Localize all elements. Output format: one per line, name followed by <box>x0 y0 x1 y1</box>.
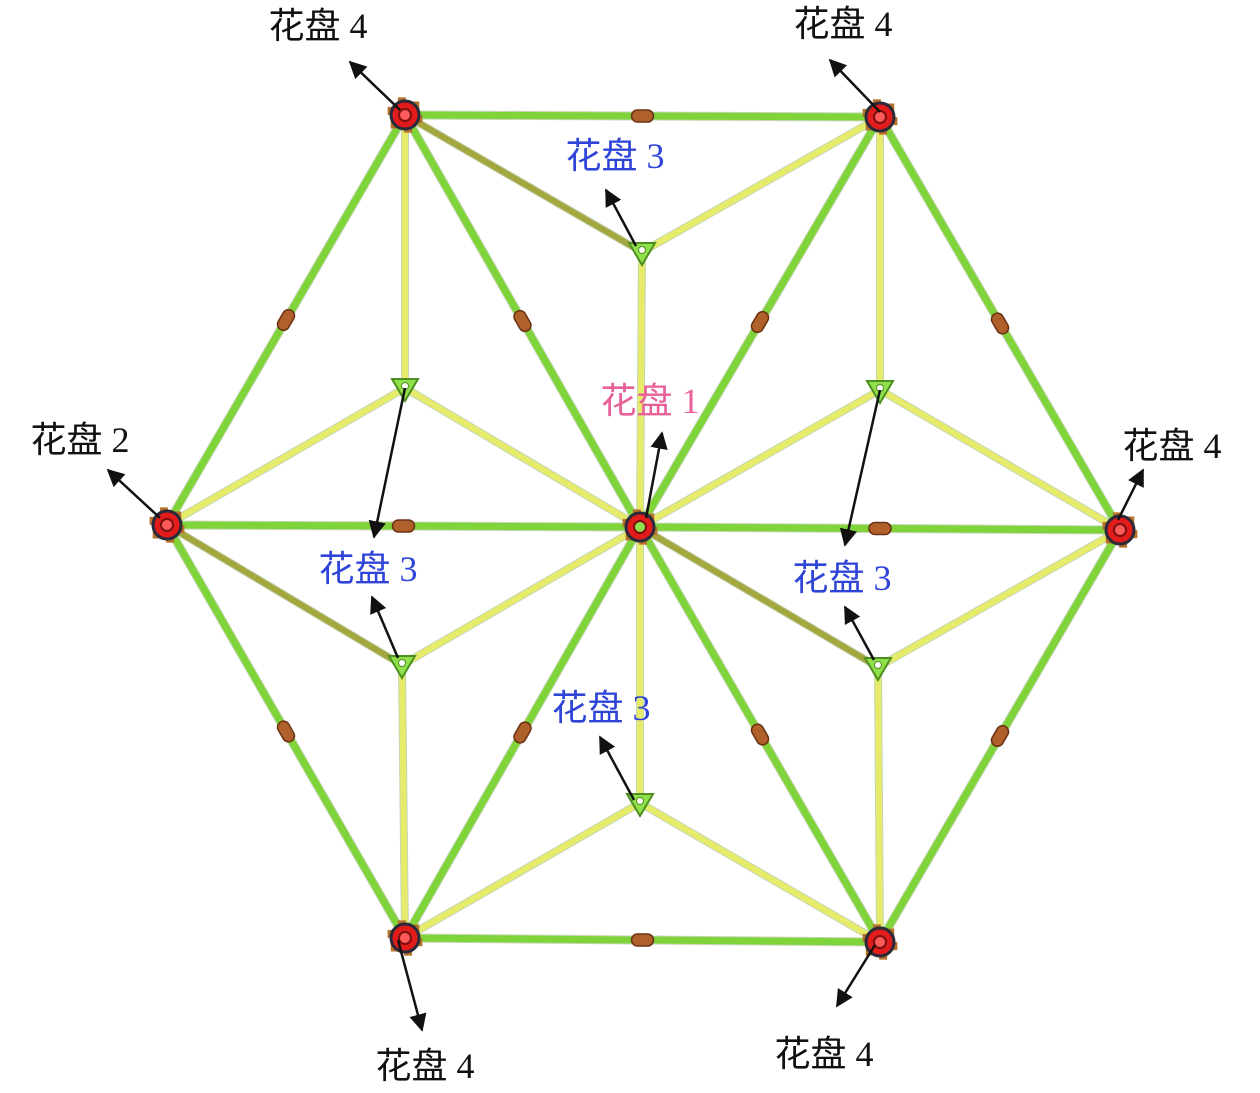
truss-member <box>402 112 645 255</box>
truss-member <box>399 662 408 941</box>
label-hub-bottom-right: 花盘 4 <box>774 1034 873 1074</box>
hub-core <box>1113 523 1127 537</box>
connector-sleeve <box>990 312 1010 335</box>
connector-sleeve <box>276 720 296 743</box>
callout-arrow <box>368 387 407 539</box>
label-hub-top-left: 花盘 4 <box>268 6 367 46</box>
inner-hub-bolt <box>398 659 406 667</box>
connector-sleeve <box>391 519 416 533</box>
truss-member <box>637 524 881 670</box>
truss-member <box>637 800 883 945</box>
label-inner-hub-left: 花盘 3 <box>318 549 417 589</box>
connector-sleeve <box>513 721 532 744</box>
truss-member <box>164 385 408 528</box>
label-hub-right: 花盘 4 <box>1122 426 1221 466</box>
hub-core <box>633 520 647 534</box>
inner-hub-bolt <box>874 661 882 669</box>
member-connectors <box>276 109 1010 947</box>
connector-sleeve <box>513 309 532 333</box>
hub-core <box>873 110 887 124</box>
inner-hub-bolt <box>638 246 646 254</box>
label-inner-hub-bottom: 花盘 3 <box>551 688 650 728</box>
callout-arrow <box>843 605 876 661</box>
callout-arrow <box>1116 468 1145 521</box>
connector-sleeve <box>990 724 1010 748</box>
connector-sleeve <box>750 310 770 334</box>
connector-sleeve <box>868 521 892 536</box>
callout-arrow <box>370 595 400 659</box>
truss-member <box>164 522 405 668</box>
label-center-hub: 花盘 1 <box>600 381 699 421</box>
truss-member <box>637 387 883 530</box>
hub-labels: 花盘 4 花盘 4 花盘 2 花盘 4 花盘 4 花盘 4 花盘 1 花盘 3 … <box>30 4 1221 1086</box>
center-hub <box>622 509 658 545</box>
truss-member <box>399 524 643 668</box>
truss-member <box>877 387 1123 533</box>
label-inner-hub-top: 花盘 3 <box>565 136 664 176</box>
callout-arrow <box>644 431 668 519</box>
hub-core <box>398 108 412 122</box>
hub-bottom-left <box>387 920 423 956</box>
hub-core <box>160 518 174 532</box>
truss-member <box>875 527 1123 670</box>
truss-member <box>637 249 645 530</box>
label-hub-left: 花盘 2 <box>30 420 129 460</box>
truss-member <box>402 385 643 530</box>
callout-arrow <box>839 389 882 547</box>
callout-arrow <box>828 58 881 113</box>
hub-core <box>398 931 412 945</box>
hub-top-right <box>862 99 898 135</box>
label-hub-top-right: 花盘 4 <box>793 4 892 44</box>
connector-sleeve <box>630 933 655 947</box>
label-inner-hub-right: 花盘 3 <box>792 558 891 598</box>
inner-hub-lower-left <box>387 655 417 680</box>
connector-sleeve <box>750 723 770 746</box>
callout-arrow <box>598 735 636 801</box>
callout-arrow <box>604 188 638 247</box>
callout-arrows <box>106 58 1145 1032</box>
inner-hub-lower-right <box>863 657 893 682</box>
truss-member <box>639 114 883 255</box>
truss-member <box>402 800 643 941</box>
callout-arrow <box>396 939 427 1032</box>
hub-core <box>873 935 887 949</box>
label-hub-bottom-left: 花盘 4 <box>375 1046 474 1086</box>
callout-arrow <box>348 60 401 111</box>
inner-hub-bolt <box>636 797 644 805</box>
callout-arrow <box>106 468 161 519</box>
truss-member <box>875 664 883 945</box>
inner-hub-top <box>627 242 657 267</box>
callout-arrow <box>835 944 877 1008</box>
connector-sleeve <box>630 109 655 123</box>
connector-sleeve <box>276 308 296 332</box>
